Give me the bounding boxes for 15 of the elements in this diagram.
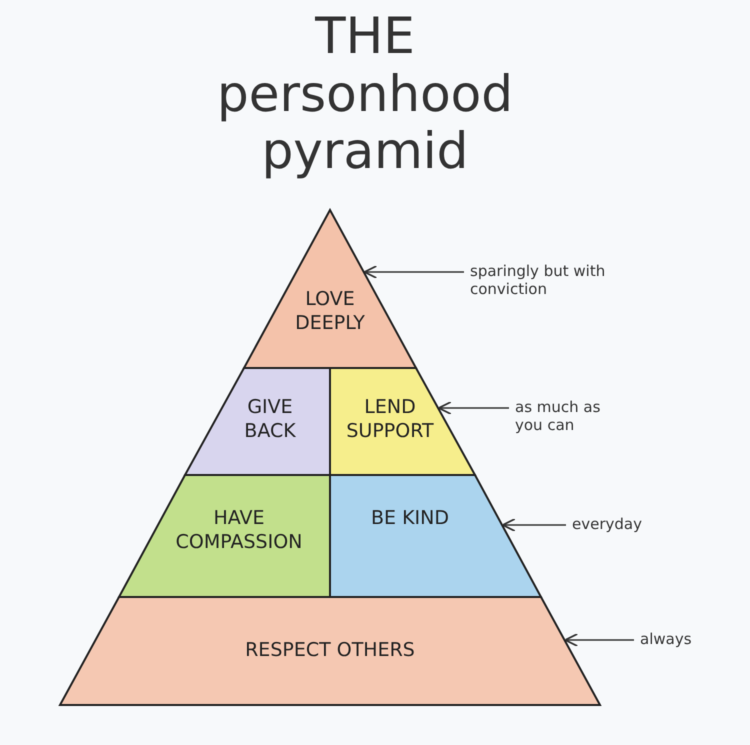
note-text: as much as you can xyxy=(515,398,625,434)
note-text: everyday xyxy=(572,515,682,533)
tier-label: LEND SUPPORT xyxy=(345,396,435,444)
arrow xyxy=(502,518,566,532)
tier-label: BE KIND xyxy=(370,507,450,531)
arrow xyxy=(438,401,509,415)
tier-label: RESPECT OTHERS xyxy=(244,639,416,663)
note-text: sparingly but with conviction xyxy=(470,262,620,298)
note-text: always xyxy=(640,630,730,648)
tier-label: GIVE BACK xyxy=(243,396,297,444)
arrow xyxy=(364,265,464,279)
tier-label: HAVE COMPASSION xyxy=(174,507,304,554)
title: THE personhood pyramid xyxy=(216,8,514,180)
arrow xyxy=(564,633,634,647)
tier-label: LOVE DEEPLY xyxy=(294,288,366,336)
